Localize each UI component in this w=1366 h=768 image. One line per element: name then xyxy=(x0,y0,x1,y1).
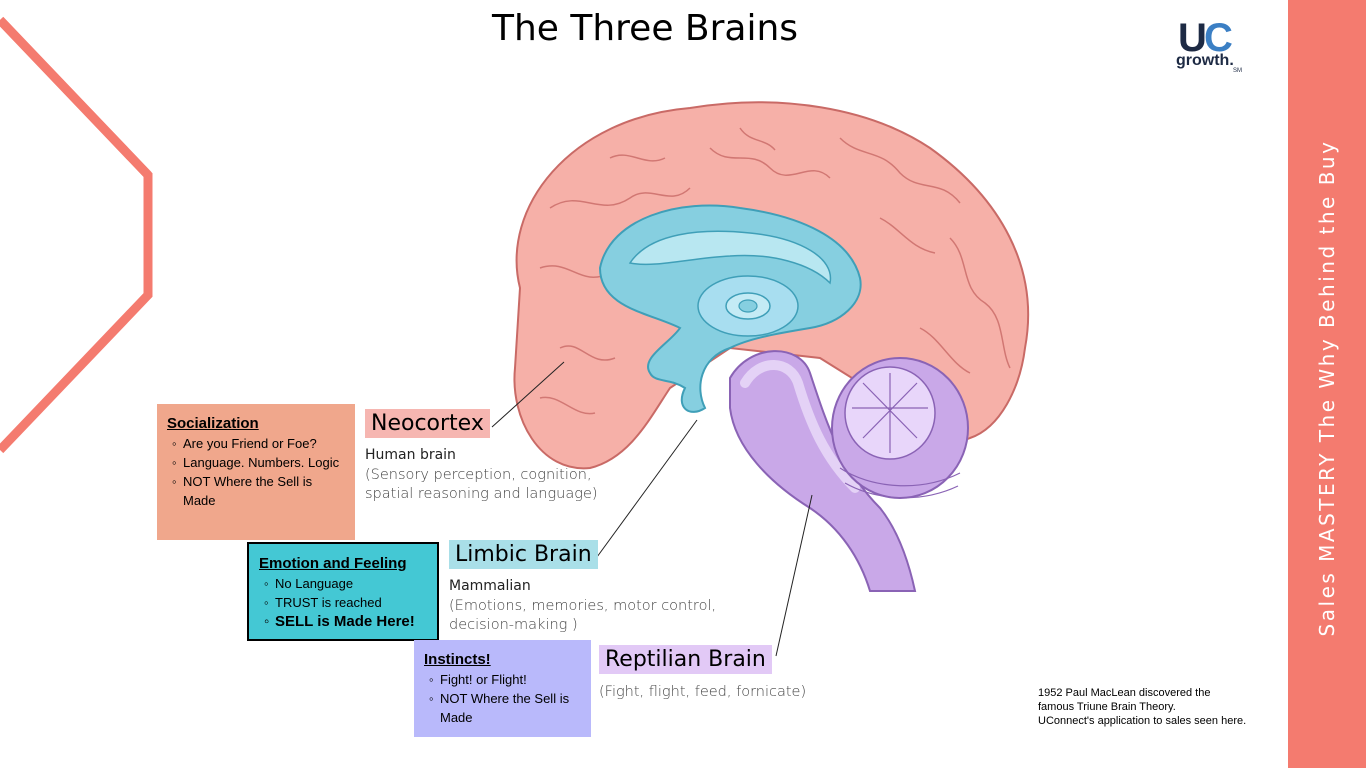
limbic-type: Mammalian xyxy=(449,578,531,594)
list-item: Language. Numbers. Logic xyxy=(167,453,345,472)
page-title: The Three Brains xyxy=(491,8,799,49)
hexagon-decoration xyxy=(0,16,153,454)
socialization-heading: Socialization xyxy=(167,415,259,432)
ucgrowth-logo: U C growth. SM xyxy=(1176,16,1242,74)
neocortex-desc-2: spatial reasoning and language) xyxy=(365,486,598,502)
neocortex-desc-1: (Sensory perception, cognition, xyxy=(365,467,592,483)
cerebellum-shape xyxy=(831,357,969,499)
emotion-box: Emotion and Feeling No Language TRUST is… xyxy=(247,542,439,641)
brain-illustration xyxy=(513,101,1030,592)
socialization-box: Socialization Are you Friend or Foe? Lan… xyxy=(157,404,355,540)
sidebar-band xyxy=(1288,0,1366,768)
list-item: No Language xyxy=(259,574,427,593)
limbic-label: Limbic Brain xyxy=(449,540,598,569)
reptilian-shape xyxy=(729,350,917,592)
instincts-box: Instincts! Fight! or Flight! NOT Where t… xyxy=(414,640,591,737)
list-item: SELL is Made Here! xyxy=(259,612,427,631)
list-item: Fight! or Flight! xyxy=(424,670,581,689)
limbic-desc-1: (Emotions, memories, motor control, xyxy=(449,598,717,614)
neocortex-label: Neocortex xyxy=(365,409,490,438)
neocortex-type: Human brain xyxy=(365,447,456,463)
reptilian-label: Reptilian Brain xyxy=(599,645,772,674)
reptilian-desc: (Fight, flight, feed, fornicate) xyxy=(599,684,807,700)
list-item: TRUST is reached xyxy=(259,593,427,612)
emotion-heading: Emotion and Feeling xyxy=(259,555,407,572)
limbic-desc-2: decision-making ) xyxy=(449,617,578,633)
list-item: NOT Where the Sell is Made xyxy=(424,689,581,727)
instincts-heading: Instincts! xyxy=(424,651,491,668)
list-item: NOT Where the Sell is Made xyxy=(167,472,345,510)
list-item: Are you Friend or Foe? xyxy=(167,434,345,453)
footnote: 1952 Paul MacLean discovered the famous … xyxy=(1038,687,1247,727)
